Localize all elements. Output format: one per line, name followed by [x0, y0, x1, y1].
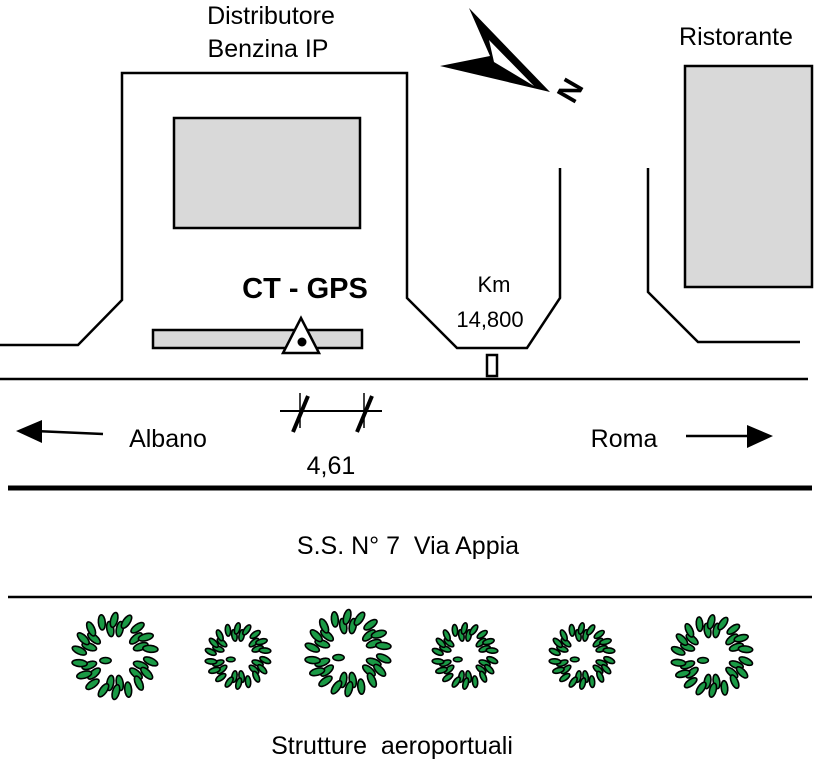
restaurant-building — [683, 64, 814, 289]
distance-dimension — [280, 393, 382, 433]
north-label: N — [551, 73, 590, 108]
restaurant-lot-outline — [646, 168, 800, 344]
km-marker-post — [485, 353, 499, 378]
station-label-line1: Distributore — [207, 2, 335, 30]
tree-icon — [71, 611, 159, 701]
station-building — [172, 116, 362, 230]
road-label: S.S. N° 7 Via Appia — [297, 532, 519, 560]
tree-icon — [431, 622, 499, 690]
tree-row — [71, 608, 754, 701]
tree-icon — [670, 614, 754, 698]
bottom-area-label: Strutture aeroportuali — [271, 732, 513, 760]
km-value: 14,800 — [456, 307, 523, 332]
direction-left-label: Albano — [129, 425, 207, 453]
station-label-line2: Benzina IP — [208, 35, 329, 63]
station-lot-outline — [0, 71, 562, 350]
station-island — [151, 328, 364, 350]
direction-right-label: Roma — [591, 425, 658, 453]
gps-marker-label: CT - GPS — [242, 273, 368, 305]
restaurant-label: Ristorante — [679, 23, 793, 51]
arrow-left-icon — [16, 420, 104, 443]
gps-marker-icon — [280, 315, 322, 355]
tree-icon — [204, 622, 272, 690]
tree-icon — [304, 608, 392, 698]
tree-icon — [548, 622, 616, 690]
km-label: Km — [478, 272, 511, 297]
north-arrow-icon: N — [440, 8, 591, 109]
arrow-right-icon — [686, 425, 773, 448]
distance-label: 4,61 — [307, 452, 356, 480]
